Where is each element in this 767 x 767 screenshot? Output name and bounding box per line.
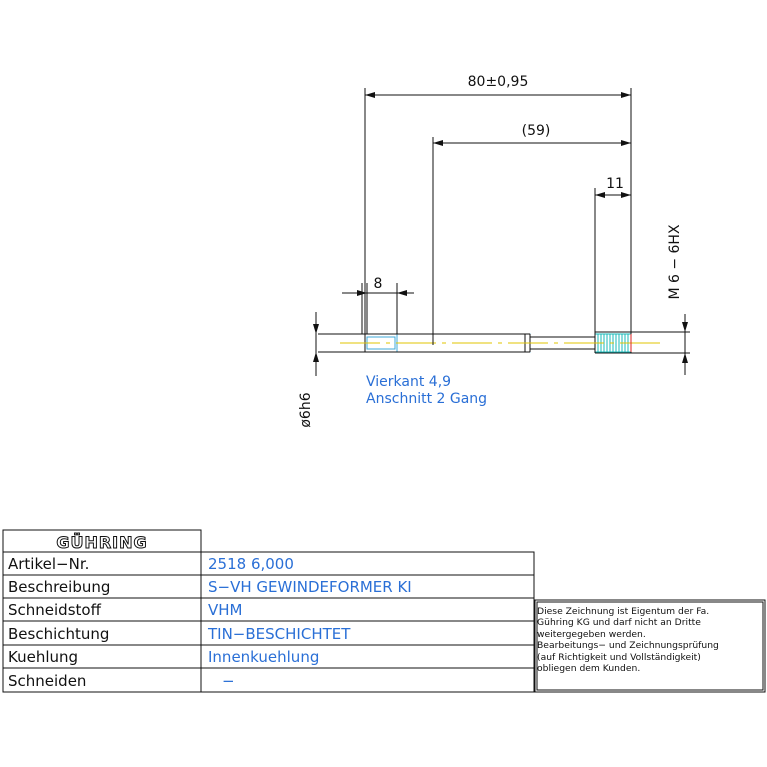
disclaimer-line: Gühring KG und darf nicht an Dritte [537, 617, 701, 629]
guehring-logo: GÜHRING [56, 533, 147, 552]
shank-length-text: (59) [522, 123, 551, 139]
note-square: Vierkant 4,9 [366, 374, 451, 390]
label-description: Beschreibung [8, 578, 110, 596]
dim-square-length: 8 [342, 276, 414, 296]
dim-shank-diameter: ø6h6 [298, 312, 319, 428]
dim-thread-size: M 6 − 6HX [667, 224, 688, 375]
disclaimer-box: Diese Zeichnung ist Eigentum der Fa. Güh… [537, 606, 765, 674]
dim-overall-length: 80±0,95 [365, 74, 631, 98]
value-coating: TIN−BESCHICHTET [207, 625, 351, 643]
extension-lines [361, 88, 632, 345]
disclaimer-line: Bearbeitungs− und Zeichnungsprüfung [537, 640, 719, 652]
title-block [2, 529, 766, 693]
value-article-no: 2518 6,000 [208, 555, 294, 573]
thread-size-text: M 6 − 6HX [667, 224, 683, 300]
label-coating: Beschichtung [8, 625, 109, 643]
value-material: VHM [208, 601, 242, 619]
square-length-text: 8 [374, 276, 383, 292]
disclaimer-line: obliegen dem Kunden. [537, 663, 641, 675]
disclaimer-line: Diese Zeichnung ist Eigentum der Fa. [537, 606, 710, 617]
value-cutting-edges: − [222, 672, 235, 690]
label-article-no: Artikel−Nr. [8, 555, 89, 573]
dim-thread-length: 11 [595, 176, 631, 198]
dim-shank-length: (59) [433, 123, 631, 146]
overall-length-text: 80±0,95 [468, 74, 529, 90]
thread-length-text: 11 [606, 176, 624, 192]
value-cooling: Innenkuehlung [208, 648, 319, 666]
disclaimer-line: weitergegeben werden. [537, 628, 646, 640]
label-material: Schneidstoff [8, 601, 102, 619]
value-description: S−VH GEWINDEFORMER KI [208, 578, 412, 596]
disclaimer-line: (auf Richtigkeit und Vollständigkeit) [537, 651, 701, 663]
label-cooling: Kuehlung [8, 648, 78, 666]
label-cutting-edges: Schneiden [8, 672, 86, 690]
note-chamfer: Anschnitt 2 Gang [366, 391, 487, 407]
shank-diameter-text: ø6h6 [298, 392, 314, 427]
